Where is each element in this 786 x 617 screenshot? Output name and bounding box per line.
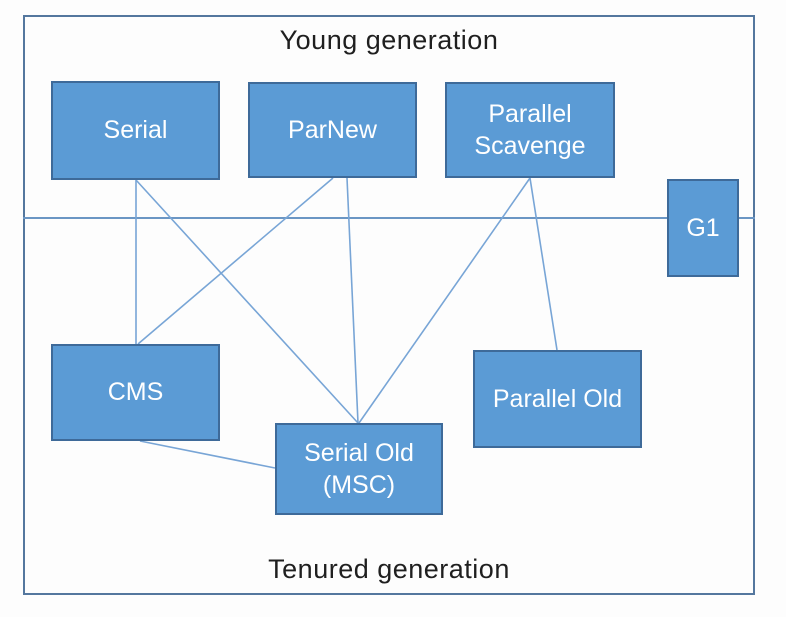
node-serial-label: Serial: [103, 116, 168, 145]
node-parnew: ParNew: [248, 82, 417, 178]
node-parallel-old-label: Parallel Old: [492, 384, 623, 413]
generations-frame: [23, 15, 755, 595]
node-cms: CMS: [51, 344, 220, 441]
node-serial-old-label: Serial Old (MSC): [304, 438, 414, 500]
node-g1: G1: [667, 179, 739, 277]
node-serial-old: Serial Old (MSC): [275, 423, 443, 515]
node-cms-label: CMS: [107, 378, 164, 407]
node-parallel-old: Parallel Old: [473, 350, 642, 448]
node-serial: Serial: [51, 81, 220, 180]
node-parallel-scavenge-label: Parallel Scavenge: [474, 99, 586, 161]
young-generation-title: Young generation: [279, 25, 499, 55]
node-parallel-scavenge: Parallel Scavenge: [445, 82, 615, 178]
node-g1-label: G1: [686, 213, 720, 242]
node-parnew-label: ParNew: [288, 115, 377, 144]
generation-divider-line: [23, 217, 755, 219]
tenured-generation-title: Tenured generation: [268, 554, 510, 584]
